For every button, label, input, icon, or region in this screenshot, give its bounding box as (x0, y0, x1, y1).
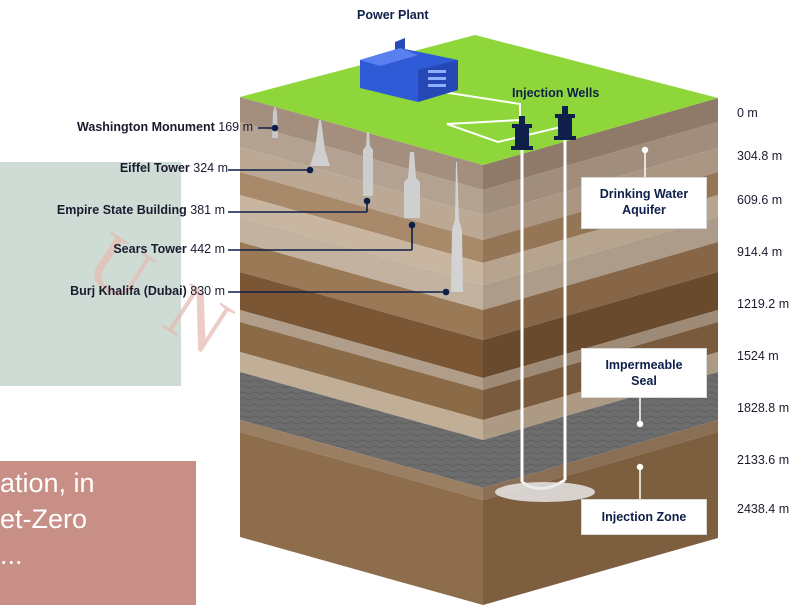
power-plant-label: Power Plant (357, 8, 429, 22)
drinking-water-aquifer-callout: Drinking Water Aquifer (582, 178, 706, 228)
sears-tower-icon (404, 152, 420, 218)
building-label-washington: Washington Monument 169 m (77, 120, 253, 134)
slide-text-line-1: ation, in (0, 468, 95, 498)
building-name: Burj Khalifa (Dubai) (70, 284, 187, 298)
background-slide-text: ation, in et-Zero ... (0, 465, 95, 573)
building-height: 830 m (190, 284, 225, 298)
wellhead-icon-1 (511, 116, 533, 150)
depth-label: 2133.6 m (737, 453, 790, 467)
ground-surface (240, 35, 718, 165)
building-name: Sears Tower (113, 242, 187, 256)
callout-lines (636, 146, 649, 500)
building-height: 324 m (193, 161, 228, 175)
depth-label: 609.6 m (737, 193, 783, 207)
depth-label: 1828.8 m (737, 401, 790, 415)
empire-state-building-icon (363, 132, 373, 196)
building-name: Eiffel Tower (119, 161, 190, 175)
callout-line-1: Impermeable (605, 358, 683, 372)
building-name: Empire State Building (56, 203, 187, 217)
injection-wells (495, 106, 595, 502)
power-plant-icon (360, 38, 458, 102)
building-height: 442 m (190, 242, 225, 256)
building-leader-lines (228, 124, 450, 296)
background-panel-green (0, 162, 181, 386)
callout-line-2: Aquifer (622, 203, 666, 217)
building-height: 381 m (190, 203, 225, 217)
depth-label: 2438.4 m (737, 502, 790, 516)
slide-text-line-3: ... (0, 540, 23, 570)
building-name: Washington Monument (77, 120, 215, 134)
injection-wells-label: Injection Wells (512, 86, 600, 100)
building-label-eiffel: Eiffel Tower 324 m (120, 161, 228, 175)
building-label-sears: Sears Tower 442 m (113, 242, 225, 256)
eiffel-tower-icon (310, 120, 330, 166)
injection-zone-callout: Injection Zone (582, 500, 706, 534)
impermeable-seal-callout: Impermeable Seal (582, 349, 706, 397)
pipeline (429, 89, 566, 144)
wellhead-icon-2 (554, 106, 576, 140)
left-face-strata (240, 97, 483, 605)
building-label-burj-khalifa: Burj Khalifa (Dubai) 830 m (70, 284, 225, 298)
building-silhouettes (272, 106, 463, 292)
building-label-empire-state: Empire State Building 381 m (57, 203, 225, 217)
depth-label: 1219.2 m (737, 297, 790, 311)
callout-line-1: Drinking Water (599, 187, 689, 201)
depth-label: 1524 m (737, 349, 779, 363)
depth-label: 914.4 m (737, 245, 783, 259)
depth-label: 0 m (737, 106, 758, 120)
slide-text-line-2: et-Zero (0, 504, 88, 534)
background-panel-red (0, 461, 196, 605)
callout-line-2: Seal (631, 374, 657, 388)
depth-label: 304.8 m (737, 149, 783, 163)
right-face-strata (483, 98, 718, 605)
burj-khalifa-icon (451, 162, 463, 292)
building-height: 169 m (218, 120, 253, 134)
